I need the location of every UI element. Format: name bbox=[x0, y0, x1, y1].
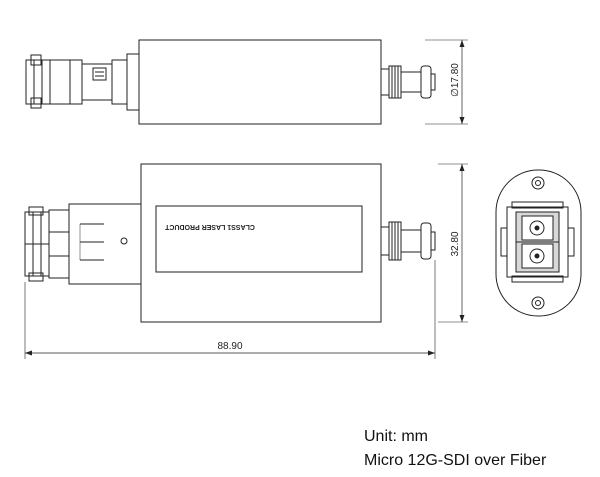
sc-port bbox=[500, 201, 575, 283]
front-view: CLASS1 LASER PRODUCT 32.80 bbox=[24, 163, 468, 359]
mounting-hole-top bbox=[531, 176, 545, 190]
mounting-hole-bottom bbox=[531, 296, 545, 310]
diameter-dimension: ∅17.80 bbox=[425, 39, 468, 125]
front-bnc-connector bbox=[380, 221, 436, 261]
height-dimension: 32.80 bbox=[438, 163, 468, 323]
end-view-outline bbox=[495, 169, 582, 317]
label-plate bbox=[155, 205, 363, 273]
product-name-caption: Micro 12G-SDI over Fiber bbox=[364, 452, 547, 469]
top-view: ∅17.80 bbox=[25, 39, 468, 125]
diameter-label: ∅17.80 bbox=[450, 63, 461, 97]
front-body bbox=[140, 163, 382, 323]
length-dimension: 88.90 bbox=[24, 260, 436, 359]
height-label: 32.80 bbox=[450, 231, 461, 256]
front-sc-connector bbox=[24, 203, 142, 285]
top-body bbox=[138, 39, 382, 125]
end-view bbox=[495, 169, 582, 317]
product-label: CLASS1 LASER PRODUCT bbox=[164, 223, 255, 230]
length-label: 88.90 bbox=[217, 341, 242, 352]
top-sc-connector bbox=[25, 53, 140, 111]
unit-caption: Unit: mm bbox=[364, 428, 428, 445]
top-bnc-connector bbox=[380, 65, 436, 99]
